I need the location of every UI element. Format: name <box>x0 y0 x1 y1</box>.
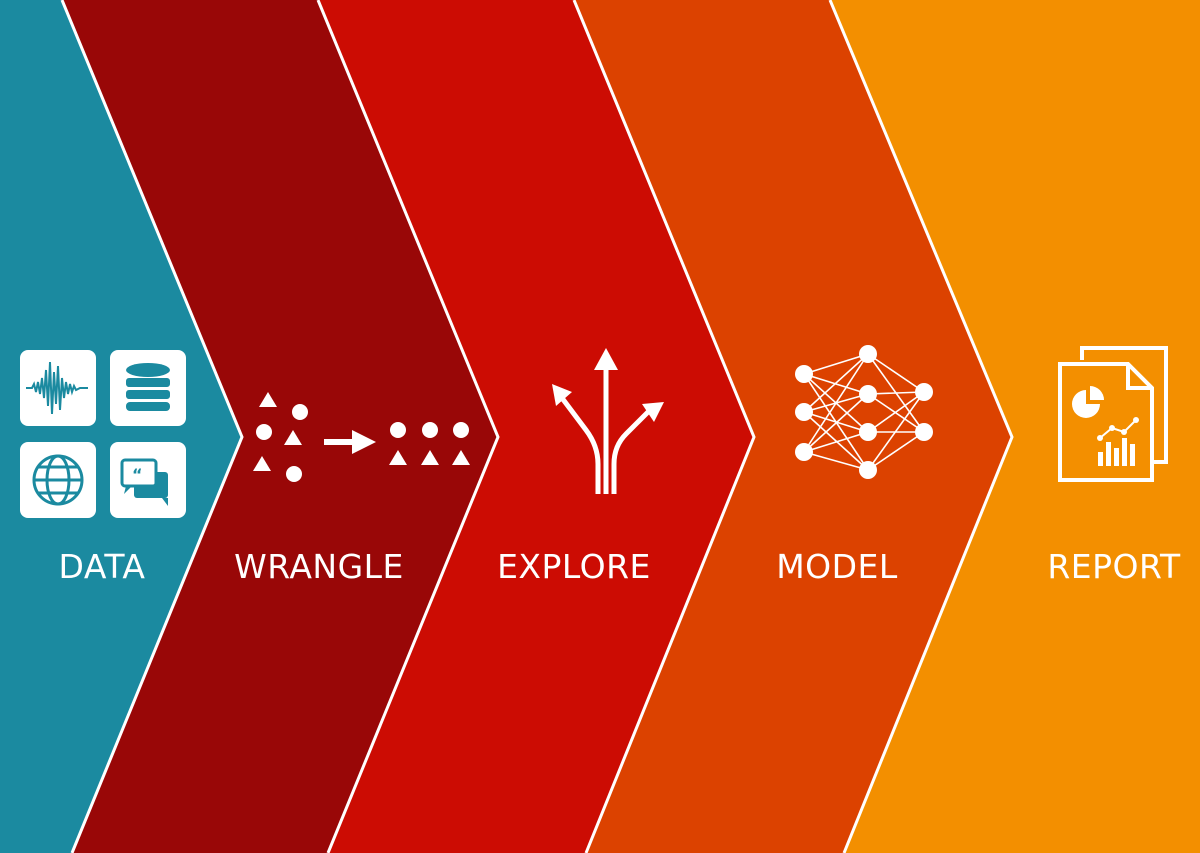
pie-chart-icon <box>1072 390 1100 418</box>
data-sources-icon: “ <box>20 350 186 518</box>
bar <box>1122 438 1127 466</box>
triangle-shape <box>253 456 271 471</box>
wrangle-shapes-icon <box>253 392 470 482</box>
band-wrangle <box>62 0 498 853</box>
triangle-shape <box>389 450 407 465</box>
waveform-icon <box>26 361 88 415</box>
report-documents-icon <box>1058 346 1168 482</box>
network-node <box>859 423 877 441</box>
circle-shape <box>390 422 406 438</box>
divider-2 <box>316 0 500 853</box>
network-node <box>915 423 933 441</box>
bar <box>1130 444 1135 466</box>
arrow-head <box>352 430 376 454</box>
network-node <box>915 383 933 401</box>
stage-label-report: REPORT <box>1047 547 1181 586</box>
band-report <box>830 0 1200 853</box>
band-data <box>0 0 242 853</box>
circle-shape <box>256 424 272 440</box>
bar <box>1106 442 1111 466</box>
circle-shape <box>422 422 438 438</box>
stage-label-model: MODEL <box>776 547 898 586</box>
divider-3 <box>572 0 756 853</box>
network-node <box>859 385 877 403</box>
divider-4 <box>828 0 1014 853</box>
bar <box>1114 448 1119 466</box>
band-explore <box>318 0 754 853</box>
network-node <box>795 443 813 461</box>
circle-shape <box>453 422 469 438</box>
triangle-shape <box>284 430 302 445</box>
network-node <box>859 345 877 363</box>
divider-1 <box>60 0 244 853</box>
arrow-shaft <box>324 439 354 445</box>
chat-bubbles-icon: “ <box>120 458 168 506</box>
stage-label-explore: EXPLORE <box>497 547 651 586</box>
network-node <box>859 461 877 479</box>
band-model <box>574 0 1012 853</box>
neural-network-icon <box>795 345 933 479</box>
circle-shape <box>292 404 308 420</box>
triangle-shape <box>421 450 439 465</box>
database-icon <box>126 363 170 411</box>
bar <box>1098 452 1103 466</box>
diverging-arrows-icon <box>552 348 664 494</box>
triangle-shape <box>259 392 277 407</box>
network-node <box>795 365 813 383</box>
stage-label-wrangle: WRANGLE <box>234 547 404 586</box>
data-tile <box>110 350 186 426</box>
triangle-shape <box>452 450 470 465</box>
stage-label-data: DATA <box>58 547 146 586</box>
network-node <box>795 403 813 421</box>
trend-line-icon <box>1099 419 1137 439</box>
circle-shape <box>286 466 302 482</box>
svg-text:“: “ <box>132 465 143 484</box>
globe-icon <box>32 454 84 506</box>
